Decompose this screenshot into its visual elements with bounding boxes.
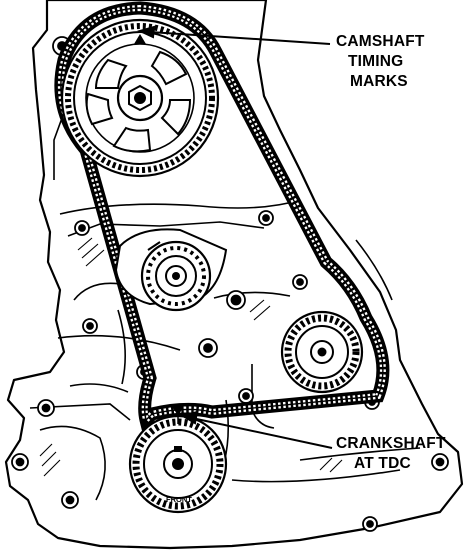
bolt: [198, 338, 218, 358]
bolt: [61, 491, 79, 509]
camshaft-sprocket: [60, 18, 220, 178]
crankshaft-label-line1: CRANKSHAFT: [336, 435, 446, 452]
crankshaft-callout: CRANKSHAFT AT TDC: [336, 435, 446, 472]
bolt: [11, 453, 29, 471]
crankshaft-sprocket: FRONT: [128, 414, 228, 514]
bolt: [431, 453, 449, 471]
bolt: [82, 318, 98, 334]
camshaft-callout: CAMSHAFT TIMING MARKS: [336, 33, 425, 90]
crankshaft-label-line2: AT TDC: [354, 455, 411, 472]
bolt: [292, 274, 308, 290]
bolt: [258, 210, 274, 226]
bolt: [226, 290, 246, 310]
casting-shading: [39, 237, 343, 477]
belt-tensioner: [114, 228, 228, 312]
bolt: [362, 516, 378, 532]
auxiliary-sprocket: [280, 310, 364, 394]
camshaft-label-line1: CAMSHAFT: [336, 33, 425, 50]
crankshaft-tdc-pointer: [172, 406, 184, 424]
bolt: [238, 388, 254, 404]
bolt: [37, 399, 55, 417]
camshaft-label-line3: MARKS: [350, 73, 408, 90]
bolt: [74, 220, 90, 236]
camshaft-label-line2: TIMING: [348, 53, 403, 70]
sprocket-front-label: FRONT: [166, 495, 192, 504]
callout-leaders: [137, 25, 333, 449]
